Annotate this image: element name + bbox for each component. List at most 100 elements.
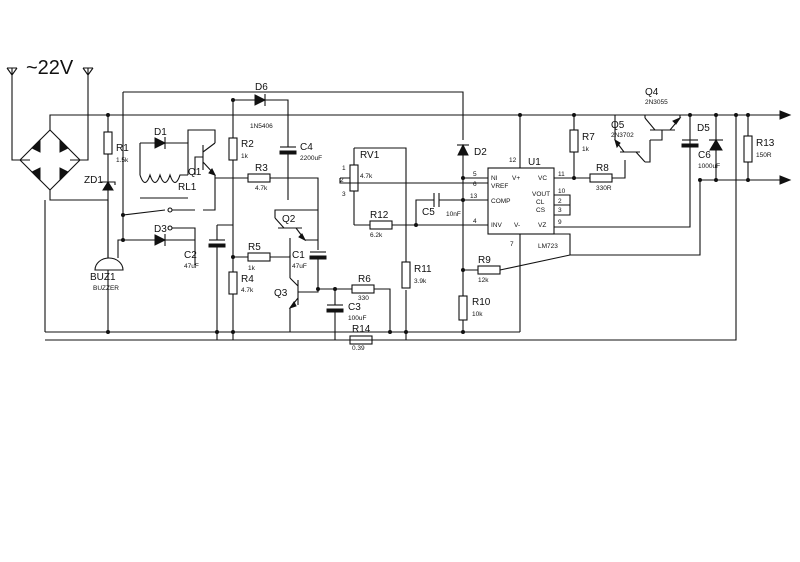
svg-text:12k: 12k bbox=[478, 277, 489, 284]
svg-text:R9: R9 bbox=[478, 255, 491, 266]
svg-text:2N3702: 2N3702 bbox=[611, 132, 634, 139]
svg-text:1k: 1k bbox=[582, 146, 590, 153]
svg-text:3: 3 bbox=[342, 191, 346, 198]
ac-input: ~22V bbox=[6, 57, 94, 161]
svg-text:100uF: 100uF bbox=[348, 315, 366, 322]
svg-text:4.7k: 4.7k bbox=[255, 185, 268, 192]
zd1-zener: ZD1 bbox=[84, 175, 116, 191]
r10-resistor: R10 10k bbox=[458, 295, 491, 321]
svg-text:Q1: Q1 bbox=[188, 167, 202, 178]
svg-text:2N3055: 2N3055 bbox=[645, 99, 668, 106]
u1-ic: U1 LM723 NI VREF COMP INV V+ VC VOUT CL … bbox=[470, 157, 566, 250]
svg-text:4.7k: 4.7k bbox=[241, 287, 254, 294]
svg-text:2: 2 bbox=[558, 198, 562, 205]
svg-text:R2: R2 bbox=[241, 139, 254, 150]
rl1-relay-coil: RL1 bbox=[139, 173, 197, 199]
svg-text:VREF: VREF bbox=[491, 183, 508, 190]
r6-resistor: R6 330 bbox=[351, 274, 375, 302]
svg-text:Q4: Q4 bbox=[645, 87, 659, 98]
d6-diode: D6 1N5406 bbox=[250, 82, 273, 130]
r2-resistor: R2 1k bbox=[228, 137, 254, 161]
svg-text:D5: D5 bbox=[697, 123, 710, 134]
c4-capacitor: C4 2200uF bbox=[279, 142, 322, 162]
buzzer: BUZ1 BUZZER bbox=[90, 239, 124, 292]
svg-text:10k: 10k bbox=[472, 311, 483, 318]
svg-text:10: 10 bbox=[558, 188, 566, 195]
svg-text:BUZ1: BUZ1 bbox=[90, 272, 116, 283]
svg-text:7: 7 bbox=[510, 241, 514, 248]
svg-text:V-: V- bbox=[514, 222, 520, 229]
svg-text:13: 13 bbox=[470, 193, 478, 200]
svg-text:C6: C6 bbox=[698, 150, 711, 161]
d5-diode: D5 bbox=[697, 123, 723, 151]
svg-text:CS: CS bbox=[536, 207, 546, 214]
d2-diode: D2 bbox=[457, 143, 487, 158]
svg-text:12: 12 bbox=[509, 157, 517, 164]
svg-text:D2: D2 bbox=[474, 147, 487, 158]
svg-text:2200uF: 2200uF bbox=[300, 155, 322, 162]
junctions bbox=[106, 98, 750, 334]
c3-capacitor: C3 100uF bbox=[326, 302, 366, 322]
q2-transistor: Q2 bbox=[274, 209, 318, 242]
svg-text:4.7k: 4.7k bbox=[360, 173, 373, 180]
svg-text:330R: 330R bbox=[596, 185, 612, 192]
svg-text:D6: D6 bbox=[255, 82, 268, 93]
q5-transistor: Q5 2N3702 bbox=[611, 115, 651, 163]
svg-text:150R: 150R bbox=[756, 152, 772, 159]
svg-text:C5: C5 bbox=[422, 207, 435, 218]
svg-text:LM723: LM723 bbox=[538, 243, 558, 250]
r13-resistor: R13 150R bbox=[743, 135, 775, 163]
svg-text:6: 6 bbox=[473, 181, 477, 188]
r7-resistor: R7 1k bbox=[569, 129, 595, 153]
svg-text:RL1: RL1 bbox=[178, 182, 197, 193]
svg-text:1: 1 bbox=[342, 165, 346, 172]
bridge-rectifier bbox=[19, 114, 108, 201]
svg-text:R11: R11 bbox=[414, 264, 432, 275]
svg-text:R1: R1 bbox=[116, 143, 129, 154]
svg-text:CL: CL bbox=[536, 199, 545, 206]
svg-text:1k: 1k bbox=[248, 265, 256, 272]
svg-text:R3: R3 bbox=[255, 163, 268, 174]
rv1-potentiometer: RV1 4.7k 1 2 3 bbox=[340, 147, 407, 262]
relay-contact bbox=[122, 207, 196, 265]
svg-text:R6: R6 bbox=[358, 274, 371, 285]
svg-text:Q5: Q5 bbox=[611, 120, 625, 131]
svg-text:C4: C4 bbox=[300, 142, 313, 153]
r4-resistor: R4 4.7k bbox=[228, 271, 254, 295]
svg-text:D1: D1 bbox=[154, 127, 167, 138]
q4-transistor: Q4 2N3055 bbox=[644, 87, 682, 141]
supply-voltage-label: ~22V bbox=[26, 57, 74, 79]
svg-text:COMP: COMP bbox=[491, 198, 511, 205]
svg-text:VC: VC bbox=[538, 175, 547, 182]
svg-text:V+: V+ bbox=[512, 175, 520, 182]
c5-capacitor: C5 10nF bbox=[422, 193, 461, 218]
svg-text:47uF: 47uF bbox=[292, 263, 307, 270]
svg-text:VZ: VZ bbox=[538, 222, 546, 229]
svg-text:5: 5 bbox=[473, 171, 477, 178]
d1-diode: D1 bbox=[154, 127, 167, 149]
svg-text:0.39: 0.39 bbox=[352, 345, 365, 352]
r9-resistor: R9 12k bbox=[477, 255, 501, 284]
q3-transistor: Q3 bbox=[274, 255, 319, 332]
svg-text:1.5k: 1.5k bbox=[116, 157, 129, 164]
svg-text:VOUT: VOUT bbox=[532, 191, 550, 198]
svg-text:C1: C1 bbox=[292, 250, 305, 261]
svg-text:ZD1: ZD1 bbox=[84, 175, 103, 186]
svg-text:RV1: RV1 bbox=[360, 150, 380, 161]
c1-capacitor: C1 47uF bbox=[292, 250, 327, 270]
svg-text:R12: R12 bbox=[370, 210, 389, 221]
svg-text:U1: U1 bbox=[528, 157, 541, 168]
svg-text:Q3: Q3 bbox=[274, 288, 288, 299]
c2-capacitor: C2 47uF bbox=[184, 239, 226, 270]
svg-text:1000uF: 1000uF bbox=[698, 163, 720, 170]
r14-resistor: R14 0.39 bbox=[349, 324, 373, 352]
svg-text:INV: INV bbox=[491, 222, 503, 229]
svg-text:R13: R13 bbox=[756, 138, 775, 149]
svg-text:C2: C2 bbox=[184, 250, 197, 261]
r11-resistor: R11 3.9k bbox=[401, 261, 432, 289]
svg-text:R4: R4 bbox=[241, 274, 254, 285]
r3-resistor: R3 4.7k bbox=[247, 163, 271, 192]
svg-text:2: 2 bbox=[340, 177, 344, 184]
svg-text:R5: R5 bbox=[248, 242, 261, 253]
